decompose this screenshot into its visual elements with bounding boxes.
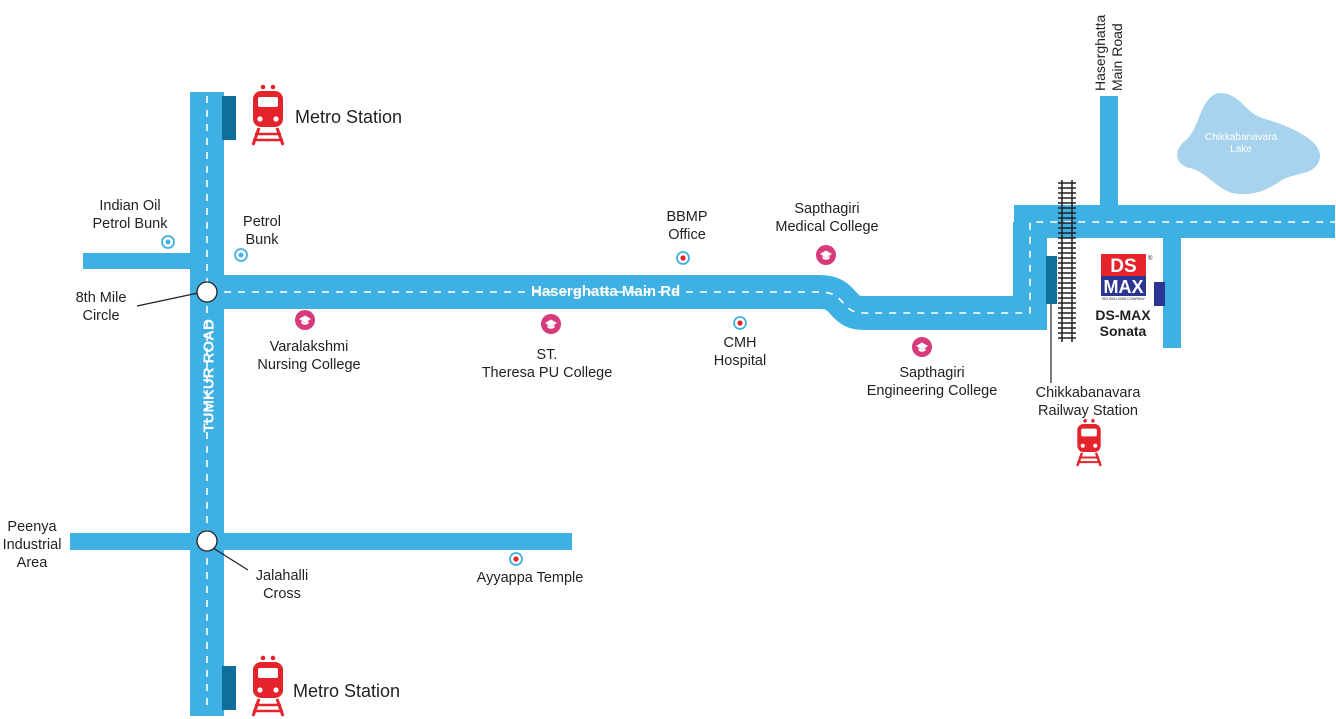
- graduation-cap-icon: [816, 245, 836, 265]
- varalakshmi-nursing-college-label: Varalakshmi Nursing College: [257, 339, 361, 373]
- metro-block-top: [222, 96, 236, 140]
- peenya-road: [70, 533, 572, 550]
- metro-block-bottom: [222, 666, 236, 710]
- tumkur-road-label: TUMKUR ROAD: [200, 319, 218, 433]
- jalahalli-cross-label: Jalahalli Cross: [255, 568, 309, 602]
- dsmax-marker: [1154, 282, 1165, 306]
- graduation-cap-icon: [912, 337, 932, 357]
- dsmax-logo: DS MAX ISO 9001:2008 COMPANY ®: [1101, 254, 1153, 302]
- petrol-bunk-label: Petrol Bunk: [243, 214, 281, 248]
- metro-station-bottom-label: Metro Station: [293, 681, 401, 701]
- metro-station-top-label: Metro Station: [295, 107, 403, 127]
- train-icon: [1076, 417, 1102, 468]
- jalahalli-cross-marker: [196, 530, 218, 552]
- graduation-cap-icon: [295, 310, 315, 330]
- graduation-cap-icon: [541, 314, 561, 334]
- haserghatta-north-road: [1100, 96, 1118, 208]
- ayyappa-temple-label: Ayyappa Temple: [476, 570, 584, 586]
- haserghatta-main-road-label: Haserghatta Main Rd: [531, 283, 681, 300]
- logo-tagline: ISO 9001:2008 COMPANY: [1102, 297, 1146, 301]
- railway-track: [1058, 180, 1076, 342]
- dsmax-sonata-label: DS-MAX Sonata: [1095, 307, 1151, 339]
- poi-marker-icon: [161, 235, 175, 249]
- railway-station-label: Chikkabanavara Railway Station: [1035, 385, 1141, 419]
- poi-marker-icon: [509, 552, 523, 566]
- haserghatta-north-road-label: Haserghatta Main Road: [1092, 14, 1125, 91]
- sapthagiri-medical-college-label: Sapthagiri Medical College: [775, 201, 879, 235]
- dsmax-access-road: [1163, 236, 1181, 348]
- train-icon: [251, 654, 285, 718]
- peenya-industrial-area-label: Peenya Industrial Area: [2, 519, 62, 571]
- poi-marker-icon: [234, 248, 248, 262]
- poi-marker-icon: [676, 251, 690, 265]
- svg-text:®: ®: [1148, 255, 1153, 262]
- leader-8th-mile: [136, 292, 199, 307]
- bbmp-office-label: BBMP Office: [666, 209, 708, 243]
- eighth-mile-circle-marker: [196, 281, 218, 303]
- chikkabanavara-lake-label: Chikkabanavara Lake: [1204, 132, 1278, 155]
- train-icon: [251, 83, 285, 147]
- cmh-hospital-label: CMH Hospital: [713, 335, 767, 369]
- logo-bottom-text: MAX: [1104, 277, 1144, 297]
- poi-marker-icon: [733, 316, 747, 330]
- st-theresa-pu-college-label: ST. Theresa PU College: [481, 347, 613, 381]
- railway-station-block: [1046, 256, 1057, 304]
- eighth-mile-circle-label: 8th Mile Circle: [75, 290, 127, 324]
- sapthagiri-engineering-college-label: Sapthagiri Engineering College: [866, 365, 998, 399]
- lake: [1177, 92, 1321, 195]
- logo-top-text: DS: [1110, 256, 1136, 277]
- indian-oil-road: [83, 253, 193, 269]
- indian-oil-petrol-bunk-label: Indian Oil Petrol Bunk: [92, 198, 168, 232]
- leader-jalahalli: [212, 547, 249, 571]
